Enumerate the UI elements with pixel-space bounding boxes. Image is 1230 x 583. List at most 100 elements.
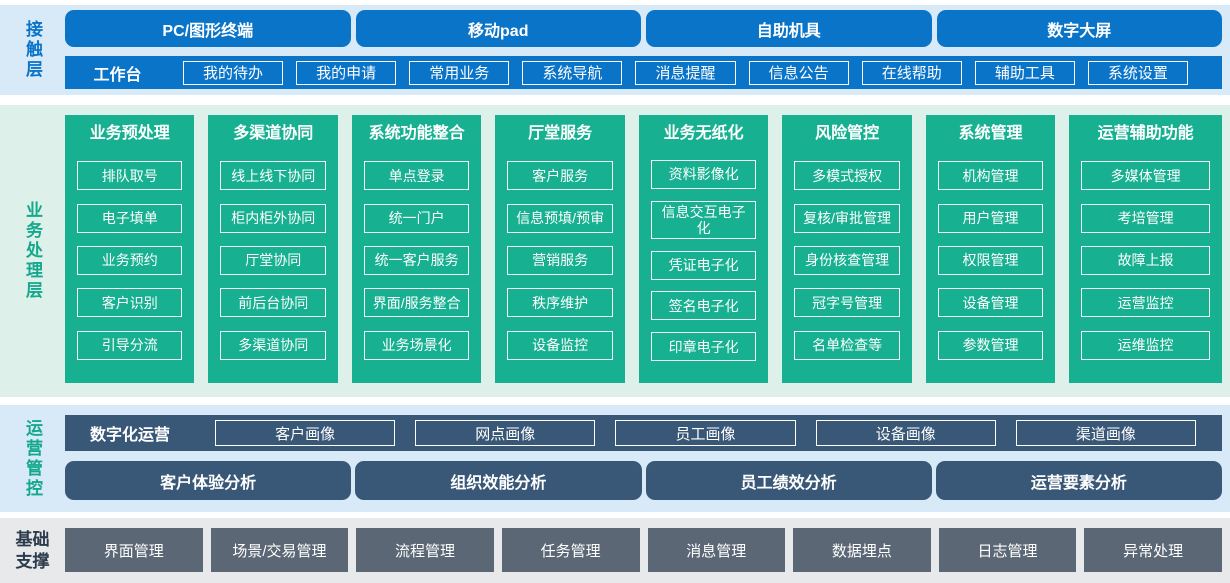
- support-layer-label-col: 基础 支撑: [0, 518, 65, 583]
- feature-button[interactable]: 统一客户服务: [363, 245, 470, 275]
- feature-button[interactable]: 客户识别: [77, 288, 183, 318]
- feature-button[interactable]: 凭证电子化: [650, 250, 757, 280]
- feature-button[interactable]: 秩序维护: [507, 288, 613, 318]
- column-title: 系统管理: [958, 125, 1023, 142]
- ops-layer-label-col: 运营管控: [0, 405, 65, 512]
- column-title: 风险管控: [815, 125, 880, 142]
- digital-ops-label: 数字化运营: [89, 427, 170, 444]
- feature-button[interactable]: 冠字号管理: [794, 288, 900, 318]
- profile-button-device[interactable]: 设备画像: [815, 420, 996, 446]
- workbench-item-message-alerts[interactable]: 消息提醒: [635, 60, 736, 85]
- workbench-item-system-nav[interactable]: 系统导航: [522, 60, 623, 85]
- feature-button[interactable]: 多模式授权: [794, 161, 900, 191]
- column-title: 运营辅助功能: [1097, 125, 1194, 142]
- profile-button-channel[interactable]: 渠道画像: [1015, 420, 1197, 446]
- feature-button[interactable]: 营销服务: [507, 245, 613, 275]
- workbench-item-applications[interactable]: 我的申请: [296, 60, 397, 85]
- feature-button[interactable]: 权限管理: [937, 245, 1044, 275]
- ops-layer-label: 运营管控: [23, 418, 42, 499]
- feature-button[interactable]: 身份核查管理: [794, 245, 900, 275]
- support-button-task-mgmt[interactable]: 任务管理: [501, 528, 640, 572]
- support-layer-label: 基础 支撑: [15, 530, 50, 571]
- analysis-button-ops-elements[interactable]: 运营要素分析: [935, 461, 1222, 500]
- workbench-bar: 工作台 我的待办 我的申请 常用业务 系统导航 消息提醒 信息公告 在线帮助 辅…: [65, 56, 1222, 89]
- support-button-data-tracking[interactable]: 数据埋点: [793, 528, 931, 572]
- support-button-process-mgmt[interactable]: 流程管理: [356, 528, 494, 572]
- workbench-item-common-business[interactable]: 常用业务: [409, 60, 510, 85]
- feature-button[interactable]: 机构管理: [937, 161, 1044, 191]
- feature-button[interactable]: 单点登录: [363, 161, 470, 191]
- workbench-label: 工作台: [93, 66, 142, 84]
- column-title: 厅堂服务: [528, 125, 593, 142]
- workbench-item-todo[interactable]: 我的待办: [183, 60, 284, 85]
- support-button-log-mgmt[interactable]: 日志管理: [938, 528, 1077, 572]
- support-button-exception-handling[interactable]: 异常处理: [1084, 528, 1222, 572]
- support-row: 界面管理 场景/交易管理 流程管理 任务管理 消息管理 数据埋点 日志管理 异常…: [65, 528, 1222, 572]
- support-layer-band: 基础 支撑 界面管理 场景/交易管理 流程管理 任务管理 消息管理 数据埋点 日…: [0, 518, 1230, 583]
- ops-layer-band: 运营管控 数字化运营 客户画像 网点画像 员工画像 设备画像 渠道画像 客户体验…: [0, 405, 1230, 512]
- channel-button-pad[interactable]: 移动pad: [355, 10, 641, 47]
- channel-button-selfservice[interactable]: 自助机具: [646, 10, 932, 47]
- contact-layer-band: 接触层 PC/图形终端 移动pad 自助机具 数字大屏 工作台 我的待办 我的申…: [0, 5, 1230, 95]
- feature-button[interactable]: 多渠道协同: [220, 330, 326, 360]
- column-paperless: 业务无纸化 资料影像化 信息交互电子化 凭证电子化 签名电子化 印章电子化: [638, 115, 769, 383]
- feature-button[interactable]: 设备管理: [937, 288, 1044, 318]
- feature-button[interactable]: 界面/服务整合: [363, 288, 470, 318]
- feature-button[interactable]: 业务场景化: [363, 330, 470, 360]
- feature-button[interactable]: 前后台协同: [220, 288, 326, 318]
- column-ops-aux: 运营辅助功能 多媒体管理 考培管理 故障上报 运营监控 运维监控: [1069, 115, 1222, 383]
- support-button-scene-transaction-mgmt[interactable]: 场景/交易管理: [210, 528, 349, 572]
- column-title: 多渠道协同: [233, 125, 314, 142]
- workbench-item-aux-tools[interactable]: 辅助工具: [974, 60, 1075, 85]
- digital-ops-bar: 数字化运营 客户画像 网点画像 员工画像 设备画像 渠道画像: [65, 415, 1222, 451]
- feature-button[interactable]: 统一门户: [363, 203, 470, 233]
- profile-button-employee[interactable]: 员工画像: [615, 420, 796, 446]
- workbench-item-online-help[interactable]: 在线帮助: [861, 60, 962, 85]
- analysis-row: 客户体验分析 组织效能分析 员工绩效分析 运营要素分析: [65, 461, 1222, 500]
- contact-layer-content: PC/图形终端 移动pad 自助机具 数字大屏 工作台 我的待办 我的申请 常用…: [65, 5, 1230, 95]
- feature-button[interactable]: 排队取号: [77, 161, 183, 191]
- feature-button[interactable]: 复核/审批管理: [794, 203, 900, 233]
- feature-button[interactable]: 设备监控: [507, 330, 613, 360]
- feature-button[interactable]: 资料影像化: [650, 159, 757, 189]
- feature-button[interactable]: 签名电子化: [650, 291, 757, 321]
- feature-button[interactable]: 信息交互电子化: [650, 200, 757, 239]
- feature-button[interactable]: 名单检查等: [794, 330, 900, 360]
- column-risk-control: 风险管控 多模式授权 复核/审批管理 身份核查管理 冠字号管理 名单检查等: [782, 115, 912, 383]
- column-hall-service: 厅堂服务 客户服务 信息预填/预审 营销服务 秩序维护 设备监控: [495, 115, 625, 383]
- feature-button[interactable]: 信息预填/预审: [507, 203, 613, 233]
- support-button-message-mgmt[interactable]: 消息管理: [647, 528, 786, 572]
- column-title: 业务无纸化: [663, 125, 744, 142]
- business-layer-content: 业务预处理 排队取号 电子填单 业务预约 客户识别 引导分流 多渠道协同 线上线…: [65, 105, 1230, 397]
- feature-button[interactable]: 厅堂协同: [220, 245, 326, 275]
- feature-button[interactable]: 印章电子化: [650, 332, 757, 362]
- support-layer-content: 界面管理 场景/交易管理 流程管理 任务管理 消息管理 数据埋点 日志管理 异常…: [65, 518, 1230, 583]
- business-layer-label: 业务处理层: [23, 201, 42, 301]
- channel-button-bigscreen[interactable]: 数字大屏: [936, 10, 1222, 47]
- channel-button-pc[interactable]: PC/图形终端: [65, 10, 351, 47]
- feature-button[interactable]: 客户服务: [507, 161, 613, 191]
- profile-button-branch[interactable]: 网点画像: [415, 420, 596, 446]
- feature-button[interactable]: 线上线下协同: [220, 161, 326, 191]
- feature-button[interactable]: 业务预约: [77, 245, 183, 275]
- feature-button[interactable]: 考培管理: [1081, 203, 1210, 233]
- analysis-button-employee-performance[interactable]: 员工绩效分析: [645, 461, 932, 500]
- feature-button[interactable]: 电子填单: [77, 203, 183, 233]
- feature-button[interactable]: 多媒体管理: [1081, 161, 1210, 191]
- business-layer-band: 业务处理层 业务预处理 排队取号 电子填单 业务预约 客户识别 引导分流 多渠道…: [0, 105, 1230, 397]
- workbench-item-announcements[interactable]: 信息公告: [748, 60, 849, 85]
- feature-button[interactable]: 运维监控: [1081, 330, 1210, 360]
- profile-button-customer[interactable]: 客户画像: [215, 420, 396, 446]
- feature-button[interactable]: 运营监控: [1081, 288, 1210, 318]
- feature-button[interactable]: 用户管理: [937, 203, 1044, 233]
- analysis-button-customer-experience[interactable]: 客户体验分析: [65, 461, 352, 500]
- workbench-item-system-settings[interactable]: 系统设置: [1087, 60, 1188, 85]
- business-columns-row: 业务预处理 排队取号 电子填单 业务预约 客户识别 引导分流 多渠道协同 线上线…: [65, 115, 1222, 383]
- feature-button[interactable]: 柜内柜外协同: [220, 203, 326, 233]
- feature-button[interactable]: 参数管理: [937, 330, 1044, 360]
- feature-button[interactable]: 故障上报: [1081, 245, 1210, 275]
- support-button-ui-mgmt[interactable]: 界面管理: [65, 528, 203, 572]
- analysis-button-org-efficiency[interactable]: 组织效能分析: [355, 461, 642, 500]
- contact-layer-label: 接触层: [23, 20, 42, 80]
- feature-button[interactable]: 引导分流: [77, 330, 183, 360]
